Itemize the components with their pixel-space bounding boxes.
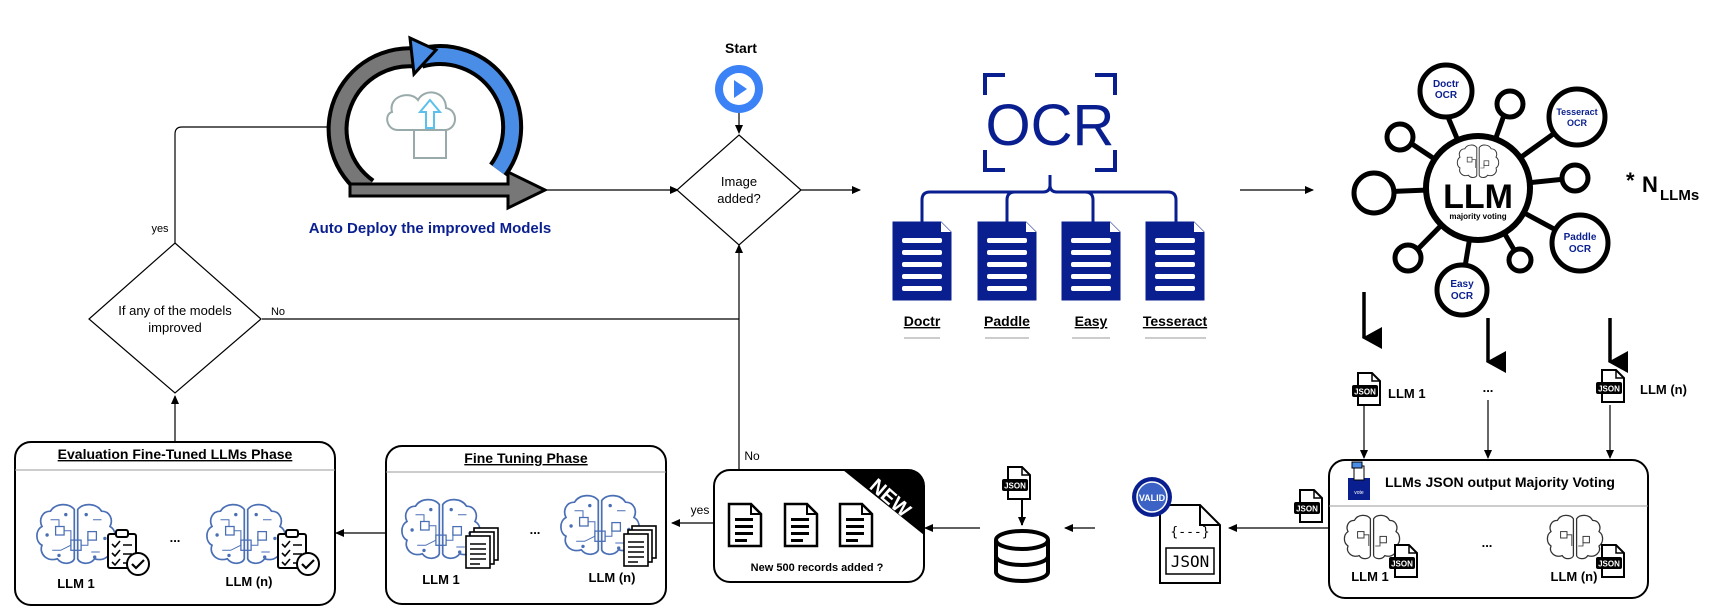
satellite-easy-line2: OCR (1451, 291, 1474, 302)
auto-deploy-icon (326, 35, 549, 211)
new-records-yes: yes (691, 503, 710, 517)
satellite-tesseract-line1: Tesseract (1556, 107, 1597, 117)
evaluation-box (14, 441, 336, 606)
evaluation-llm1: LLM 1 (57, 576, 95, 591)
start-node[interactable]: Start (715, 40, 763, 113)
start-label: Start (725, 40, 757, 56)
new-records-box (713, 469, 925, 583)
evaluation-llmn: LLM (n) (226, 574, 273, 589)
models-improved-decision: If any of the models improved yes No (88, 223, 285, 394)
valid-badge-icon (1132, 477, 1172, 517)
ocr-engine-doctr (892, 221, 952, 301)
image-added-line2: added? (717, 191, 760, 206)
new-records-no: No (744, 449, 760, 463)
fine-tuning-llmn: LLM (n) (589, 570, 636, 585)
engine-label-tesseract: Tesseract (1143, 313, 1208, 329)
fine-tuning-ellipsis: ... (530, 522, 541, 537)
satellite-doctr-line2: OCR (1435, 90, 1458, 101)
engine-label-easy: Easy (1075, 313, 1108, 329)
json-output-llm1 (1351, 372, 1381, 406)
valid-doc-top: {---} (1170, 525, 1209, 540)
ocr-engine-easy (1061, 221, 1121, 301)
satellite-paddle-line1: Paddle (1564, 232, 1597, 243)
json-output-llm1-label: LLM 1 (1388, 386, 1426, 401)
ocr-engine-paddle (977, 221, 1037, 301)
fine-tuning-title: Fine Tuning Phase (464, 450, 588, 466)
vote-tag: vote (1354, 490, 1364, 496)
ocr-logo: OCR (920, 73, 1178, 222)
auto-deploy-label: Auto Deploy the improved Models (309, 220, 552, 237)
multiplier-sub: LLMs (1660, 187, 1699, 204)
llm-hub (1351, 62, 1611, 318)
evaluation-title: Evaluation Fine-Tuned LLMs Phase (58, 446, 293, 462)
voting-llmn: LLM (n) (1551, 569, 1598, 584)
evaluation-ellipsis: ... (170, 530, 181, 545)
improved-line1: If any of the models (118, 303, 232, 318)
json-output-llmn (1595, 369, 1625, 403)
fine-tuning-llm1: LLM 1 (422, 572, 460, 587)
ocr-engine-tesseract (1145, 221, 1205, 301)
ballot-box-icon (1348, 461, 1370, 500)
satellite-tesseract-line2: OCR (1567, 118, 1588, 128)
fine-tuning-box (385, 445, 667, 605)
valid-doc-bottom: JSON (1171, 552, 1210, 571)
voting-llm1: LLM 1 (1351, 569, 1389, 584)
incoming-json-icon (1293, 489, 1323, 523)
json-output-llmn-label: LLM (n) (1640, 382, 1687, 397)
satellite-doctr-line1: Doctr (1433, 79, 1459, 90)
satellite-easy-line1: Easy (1450, 279, 1474, 290)
multiplier-star: * (1626, 168, 1635, 193)
llm-hub-subtitle: majority voting (1449, 212, 1506, 221)
voting-title: LLMs JSON output Majority Voting (1385, 474, 1615, 490)
yes-label: yes (151, 223, 169, 235)
json-output-ellipsis: ... (1483, 380, 1494, 395)
majority-voting-box: vote (1328, 459, 1649, 599)
image-added-line1: Image (721, 174, 757, 189)
image-added-decision: Image added? (676, 134, 802, 246)
llm-hub-title: LLM (1443, 178, 1513, 216)
ocr-logo-text: OCR (986, 93, 1115, 158)
engine-label-paddle: Paddle (984, 313, 1030, 329)
no-label: No (271, 306, 285, 318)
voting-ellipsis: ... (1482, 535, 1493, 550)
multiplier-n: N (1642, 172, 1658, 197)
connectors (171, 100, 1628, 537)
engine-label-doctr: Doctr (904, 313, 941, 329)
satellite-paddle-line2: OCR (1569, 244, 1592, 255)
new-records-caption: New 500 records added ? (751, 562, 884, 574)
database-icon (994, 466, 1050, 583)
improved-line2: improved (148, 320, 201, 335)
valid-json-icon (1132, 477, 1221, 584)
valid-badge-text: VALID (1139, 493, 1166, 503)
